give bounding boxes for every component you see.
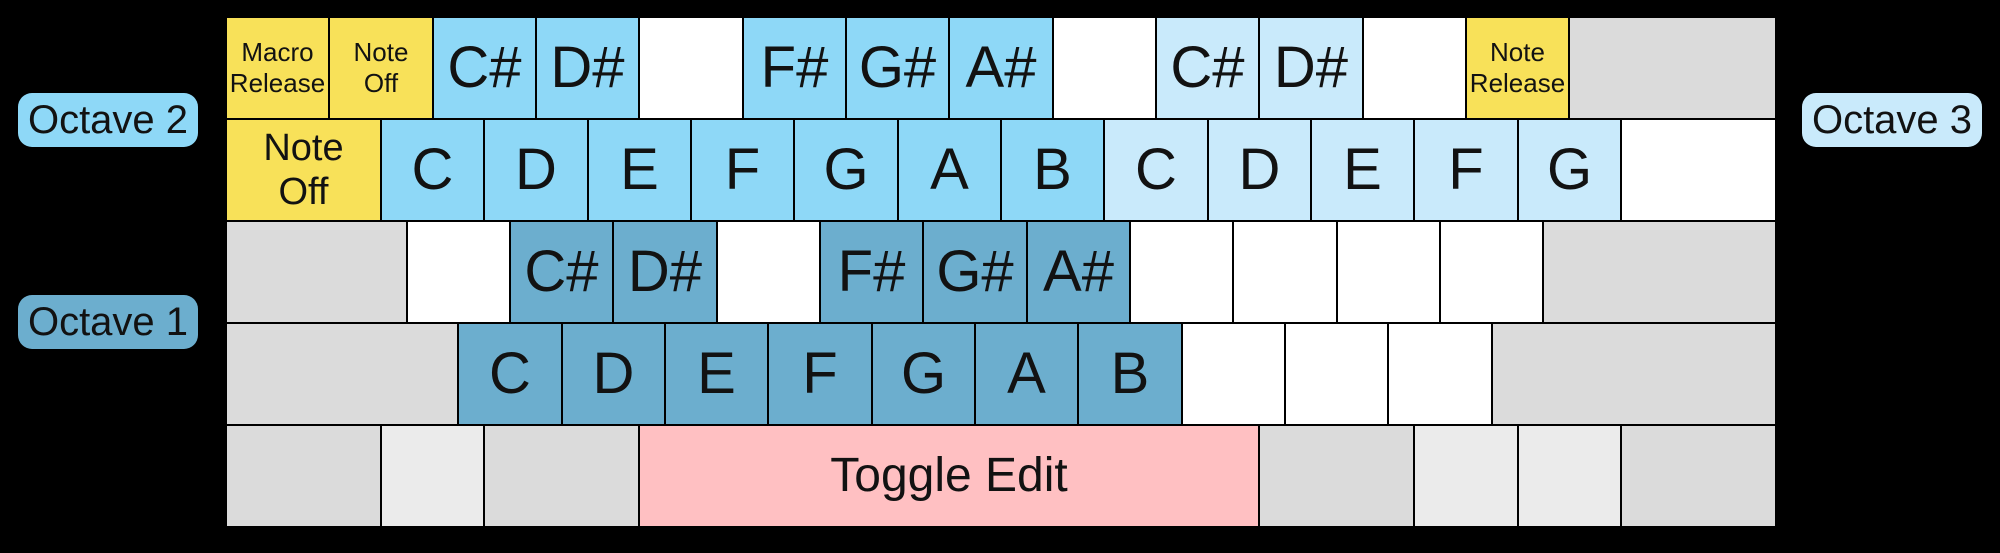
key-f: F — [690, 118, 795, 222]
key-c-sharp: C# — [432, 16, 537, 120]
key-g-sharp: G# — [922, 220, 1028, 324]
key-a: A — [974, 322, 1079, 426]
key-g-sharp: G# — [845, 16, 950, 120]
key-blank-white — [638, 16, 744, 120]
key-blank-gray — [1620, 424, 1777, 528]
key-c-sharp: C# — [509, 220, 614, 324]
key-blank-gray — [1258, 424, 1415, 528]
key-blank-gray — [483, 424, 640, 528]
label-octave-3: Octave 3 — [1802, 93, 1982, 147]
key-d: D — [561, 322, 666, 426]
key-e: E — [587, 118, 692, 222]
key-blank-lightgray — [1413, 424, 1519, 528]
key-f: F — [1413, 118, 1519, 222]
key-blank-gray — [1491, 322, 1777, 426]
key-g: G — [871, 322, 976, 426]
key-f: F — [767, 322, 873, 426]
key-g: G — [793, 118, 899, 222]
key-blank-gray — [225, 220, 408, 324]
key-blank-gray — [1568, 16, 1777, 120]
key-blank-white — [1336, 220, 1441, 324]
key-blank-white — [1439, 220, 1544, 324]
key-d-sharp: D# — [1258, 16, 1364, 120]
key-f-sharp: F# — [819, 220, 924, 324]
key-blank-gray — [225, 424, 382, 528]
key-blank-white — [1284, 322, 1389, 426]
key-blank-white — [1181, 322, 1286, 426]
key-blank-gray — [225, 322, 459, 426]
key-a-sharp: A# — [1026, 220, 1131, 324]
key-blank-white — [1387, 322, 1493, 426]
label-octave-1: Octave 1 — [18, 295, 198, 349]
key-blank-white — [1362, 16, 1467, 120]
key-d: D — [483, 118, 589, 222]
key-blank-white — [716, 220, 821, 324]
key-c: C — [380, 118, 485, 222]
home-row: C#D# F#G#A# — [225, 220, 1779, 324]
key-c: C — [457, 322, 563, 426]
key-b: B — [1000, 118, 1105, 222]
key-d-sharp: D# — [535, 16, 640, 120]
key-blank-white — [1232, 220, 1338, 324]
label-octave-2: Octave 2 — [18, 93, 198, 147]
key-a: A — [897, 118, 1002, 222]
key-c: C — [1103, 118, 1209, 222]
key-blank-white — [1052, 16, 1157, 120]
key-e: E — [664, 322, 769, 426]
key-blank-white — [1620, 118, 1777, 222]
key-blank-gray — [1542, 220, 1777, 324]
key-c-sharp: C# — [1155, 16, 1260, 120]
key-blank-white — [406, 220, 511, 324]
key-e: E — [1310, 118, 1415, 222]
space-row: Toggle Edit — [225, 424, 1779, 528]
key-f-sharp: F# — [742, 16, 847, 120]
key-g: G — [1517, 118, 1622, 222]
key-d: D — [1207, 118, 1312, 222]
key-blank-lightgray — [380, 424, 485, 528]
key-d-sharp: D# — [612, 220, 718, 324]
key-blank-white — [1129, 220, 1234, 324]
key-a-sharp: A# — [948, 16, 1054, 120]
key-blank-lightgray — [1517, 424, 1622, 528]
key-b: B — [1077, 322, 1183, 426]
key-toggle-edit: Toggle Edit — [638, 424, 1260, 528]
